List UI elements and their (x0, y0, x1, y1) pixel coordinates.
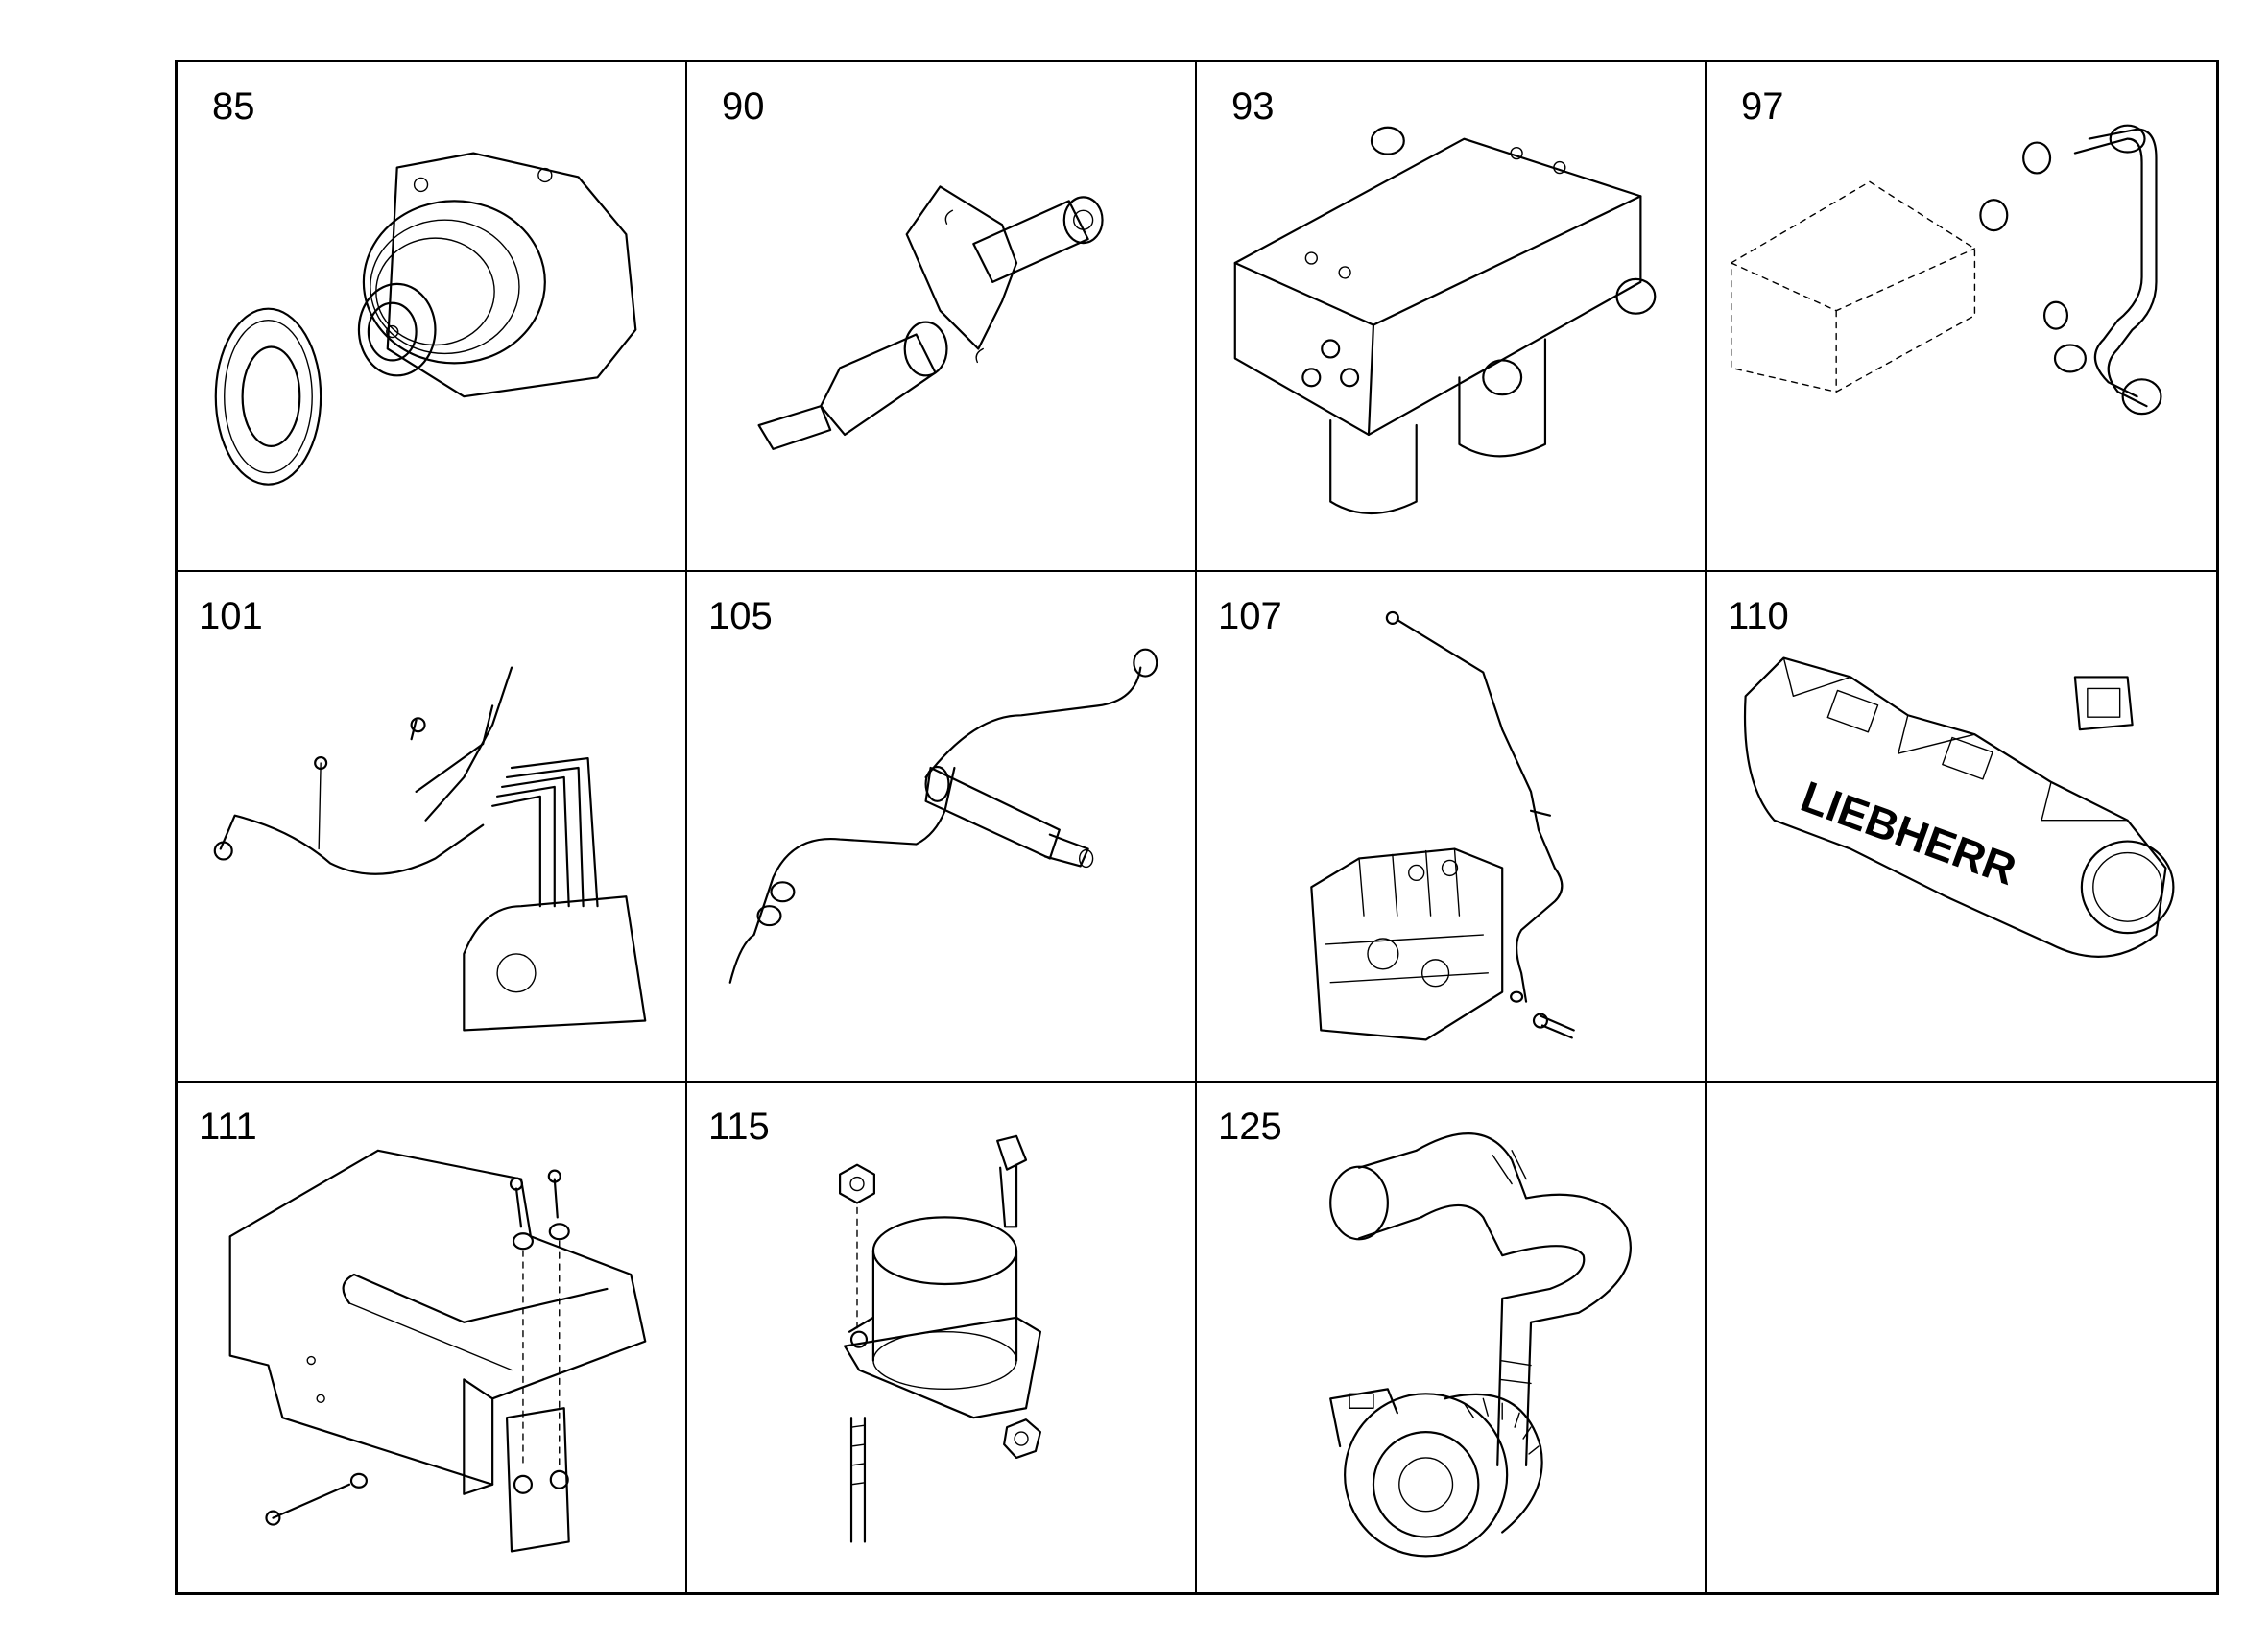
figure-number: 90 (722, 85, 765, 128)
bracket-drawing (228, 1149, 647, 1553)
parts-grid: 85 90 (175, 60, 2219, 1595)
adapter-sleeve-drawing (839, 1134, 1042, 1543)
figure-number: 85 (212, 85, 255, 128)
figure-cell-85[interactable]: 85 (178, 62, 687, 573)
figure-number: 105 (708, 595, 773, 638)
injection-lines-drawing (213, 666, 647, 1032)
figure-cell-105[interactable]: 105 (687, 572, 1197, 1083)
fuel-pipe-drawing (1731, 124, 2162, 416)
figure-cell-110[interactable]: 110 LIEBHERR (1707, 572, 2216, 1083)
figure-cell-101[interactable]: 101 (178, 572, 687, 1083)
figure-number: 93 (1231, 85, 1275, 128)
figure-cell-107[interactable]: 107 (1197, 572, 1707, 1083)
figure-cell-90[interactable]: 90 (687, 62, 1197, 573)
exhaust-manifold-drawing: LIEBHERR (1743, 656, 2175, 959)
figure-number: 110 (1728, 595, 1789, 638)
figure-number: 115 (708, 1105, 770, 1148)
figure-number: 97 (1741, 85, 1784, 128)
turbocharger-hose-drawing (1329, 1132, 1632, 1558)
filter-head-drawing (1233, 126, 1657, 515)
figure-cell-111[interactable]: 111 (178, 1082, 687, 1592)
figure-cell-115[interactable]: 115 (687, 1082, 1197, 1592)
figure-number: 125 (1218, 1105, 1282, 1148)
figure-cell-93[interactable]: 93 (1197, 62, 1707, 573)
manufacturer-logo: LIEBHERR (1795, 773, 2022, 895)
injector-line-drawing (728, 648, 1158, 985)
injector-drawing (757, 185, 1104, 450)
pulley-gear-assembly-drawing (214, 152, 637, 486)
fuel-pump-line-drawing (1310, 611, 1575, 1041)
figure-cell-125[interactable]: 125 (1197, 1082, 1707, 1592)
figure-number: 111 (199, 1105, 257, 1148)
figure-cell-97[interactable]: 97 (1707, 62, 2216, 573)
figure-number: 101 (199, 595, 263, 638)
empty-figure-cell (1707, 1083, 2216, 1592)
figure-number: 107 (1218, 595, 1282, 638)
